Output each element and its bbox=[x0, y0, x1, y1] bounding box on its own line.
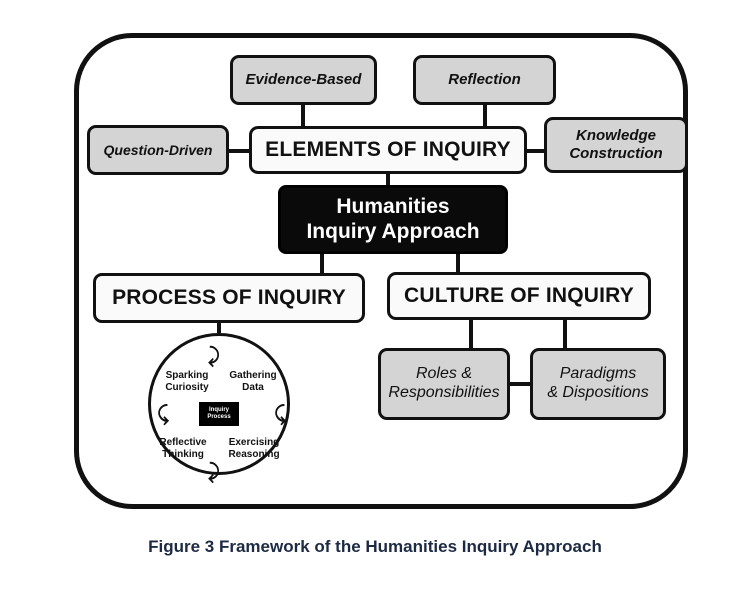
elements-of-inquiry-box: ELEMENTS OF INQUIRY bbox=[249, 126, 527, 174]
roles-responsibilities-label: Roles & Responsibilities bbox=[388, 365, 500, 401]
question-driven-label: Question-Driven bbox=[103, 141, 213, 158]
reflection-box: Reflection bbox=[413, 55, 556, 105]
culture-of-inquiry-title: CULTURE OF INQUIRY bbox=[404, 283, 634, 307]
knowledge-construction-label: Knowledge Construction bbox=[569, 127, 663, 162]
reflection-label: Reflection bbox=[448, 71, 521, 89]
inquiry-process-label: Inquiry Process bbox=[199, 402, 239, 426]
step-reflective-thinking: Reflective Thinking bbox=[159, 437, 207, 460]
cycle-arrow-bottom-icon: ⤸ bbox=[208, 461, 220, 483]
evidence-based-box: Evidence-Based bbox=[230, 55, 377, 105]
center-label: Humanities Inquiry Approach bbox=[306, 194, 480, 243]
figure-caption: Figure 3 Framework of the Humanities Inq… bbox=[148, 537, 602, 556]
step-sparking-curiosity: Sparking Curiosity bbox=[165, 370, 209, 393]
step-exercising-reasoning: Exercising Reasoning bbox=[228, 437, 280, 460]
paradigms-dispositions-label: Paradigms & Dispositions bbox=[547, 365, 649, 401]
knowledge-construction-box: Knowledge Construction bbox=[544, 117, 688, 173]
cycle-arrow-right-icon: ⤹ bbox=[274, 403, 286, 425]
question-driven-box: Question-Driven bbox=[87, 125, 229, 175]
process-of-inquiry-title: PROCESS OF INQUIRY bbox=[112, 285, 346, 309]
elements-of-inquiry-title: ELEMENTS OF INQUIRY bbox=[265, 137, 511, 161]
cycle-arrow-left-icon: ⤹ bbox=[157, 403, 169, 425]
humanities-inquiry-approach-box: Humanities Inquiry Approach bbox=[278, 185, 508, 254]
paradigms-dispositions-box: Paradigms & Dispositions bbox=[530, 348, 666, 420]
cycle-arrow-top-icon: ⤸ bbox=[208, 345, 220, 367]
step-gathering-data: Gathering Data bbox=[229, 370, 277, 393]
process-of-inquiry-box: PROCESS OF INQUIRY bbox=[93, 273, 365, 323]
evidence-based-label: Evidence-Based bbox=[245, 71, 362, 89]
roles-responsibilities-box: Roles & Responsibilities bbox=[378, 348, 510, 420]
culture-of-inquiry-box: CULTURE OF INQUIRY bbox=[387, 272, 651, 320]
